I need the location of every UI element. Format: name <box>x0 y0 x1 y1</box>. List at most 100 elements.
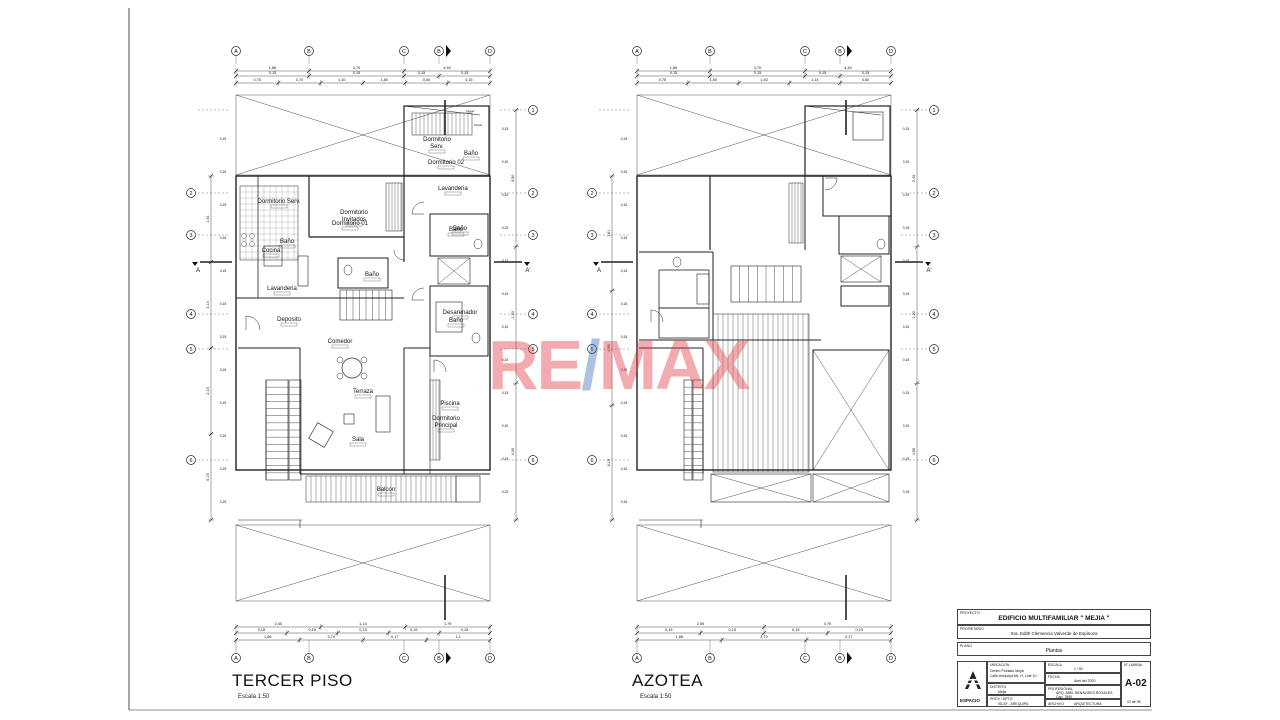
plan-azotea-dim-small: 0,15 <box>621 401 628 405</box>
plan-azotea-grid-col-top-circle <box>800 46 810 56</box>
tb-project-cell: PROYECTO EDIFICIO MULTIFAMILIAR " MEJIA … <box>957 609 1151 625</box>
room-comedor-level-tag <box>331 344 349 349</box>
plan-azotea-dim-bottom3-label: 1,86 <box>676 635 683 639</box>
tb-professional-label: PROFESIONAL <box>1048 687 1073 691</box>
plan-azotea-grid-col-bottom: A <box>635 656 639 662</box>
room-bano-central-level-tag <box>363 277 381 282</box>
plan-tercer-section-A-label: A <box>196 268 200 274</box>
room-dormitorio-serv-left-level-tag <box>270 204 288 209</box>
plan-title-azotea: AZOTEA <box>632 671 704 690</box>
plan-tercer-grid-row-right-circle <box>528 230 538 240</box>
azotea-bath-right <box>838 215 890 255</box>
plan-tercer-roof-top-x <box>235 94 491 176</box>
room-dormitorio-invitados-level-tag <box>345 222 363 227</box>
plan-tercer-grid-row-left: 6 <box>189 458 192 464</box>
plan-azotea-dim-small: 0,15 <box>903 259 910 263</box>
plan-tercer-grid-row-right-circle <box>528 105 538 115</box>
tercer-door <box>411 287 425 301</box>
tercer-stove-burner <box>249 233 255 239</box>
tb-district-cell: DISTRITO Mejia <box>987 683 1045 695</box>
tercer-fridge <box>297 255 309 287</box>
tercer-counter <box>263 245 283 267</box>
room-sala-level-tag <box>349 442 367 447</box>
tb-scale-cell: ESCALA 1 / 50 <box>1045 661 1121 673</box>
plan-azotea-dim-small: 0,15 <box>621 269 628 273</box>
plan-azotea-grid-col-top-circle <box>632 46 642 56</box>
plan-tercer-grid-row-left-circle <box>186 230 196 240</box>
plan-azotea-grid-col-bottom: C <box>803 656 807 662</box>
plan-tercer-dim-small: 0,15 <box>502 292 509 296</box>
plan-azotea-dim-bottom2-label: 0,15 <box>856 628 863 632</box>
plan-tercer-grid-col-top: B <box>437 49 441 55</box>
plan-azotea-roof-top-x <box>636 94 892 176</box>
plan-azotea-grid-row-right: 4 <box>932 312 935 318</box>
tercer-coffee-table <box>343 413 355 425</box>
title-block: PROYECTO EDIFICIO MULTIFAMILIAR " MEJIA … <box>957 609 1151 707</box>
plan-tercer-dim-small: 0,15 <box>502 490 509 494</box>
plan-tercer-dim-small: 0,15 <box>502 424 509 428</box>
plan-tercer-dim-top2-label: 0,15 <box>461 71 468 75</box>
tercer-dining-chair <box>360 356 368 364</box>
tb-plan-label: PLANO <box>960 644 972 648</box>
plan-azotea-dim-small: 0,15 <box>903 424 910 428</box>
plan-tercer-grid-col-top-circle <box>304 46 314 56</box>
plan-azotea-grid-col-top: D <box>889 49 893 55</box>
tercer-dining-chair <box>360 372 368 380</box>
tb-logo-text: ESPACIO <box>960 698 980 703</box>
room-terraza-level-tag <box>354 394 372 399</box>
plan-tercer-grid-row-right: 5 <box>531 347 534 353</box>
plan-azotea-dim-small: 0,15 <box>903 292 910 296</box>
plan-tercer-roof-bottom-x <box>235 524 491 602</box>
room-bano-central: Baño <box>365 272 380 278</box>
plan-azotea-grid-col-top: C <box>803 49 807 55</box>
plan-title-tercer-piso: TERCER PISO <box>232 671 353 690</box>
room-terraza: Terraza <box>353 389 374 395</box>
plan-tercer-grid-col-top: D <box>488 49 492 55</box>
room-dormitorio-serv-top: Dormitorio <box>423 137 451 143</box>
azotea-toilet-2 <box>876 238 886 250</box>
plan-tercer-dim-small: 0,15 <box>502 358 509 362</box>
plan-tercer-dim-small: 0,15 <box>220 302 227 306</box>
plan-tercer-grid-col-top-circle <box>434 46 444 56</box>
tb-date: Abril del 2020 <box>1074 679 1096 683</box>
azotea-outer-wall <box>636 175 892 471</box>
plan-scale-azotea: Escala 1:50 <box>640 694 672 700</box>
plan-tercer-grid-col-bottom-circle <box>399 653 409 663</box>
room-balcon-level-tag <box>377 492 395 497</box>
tercer-shaft-box <box>437 257 471 285</box>
azotea-washer <box>696 273 710 305</box>
plan-tercer-dim-bottom1-label: 1,14 <box>359 622 366 626</box>
plan-tercer-dim-top2-label: 0,15 <box>418 71 425 75</box>
plan-tercer-grid-row-left: 5 <box>189 347 192 353</box>
room-sala: Sala <box>352 437 365 443</box>
plan-tercer-dim-small: 0,15 <box>502 160 509 164</box>
tercer-balcon-side <box>455 475 481 503</box>
tb-scale-label: ESCALA <box>1048 663 1062 667</box>
plan-azotea-grid-col-bottom: B <box>838 656 842 662</box>
plan-azotea-dim-bottom2-label: 0,15 <box>729 628 736 632</box>
plan-tercer-grid-col-bottom-circle <box>304 653 314 663</box>
plan-tercer-grid-row-right: 4 <box>531 312 534 318</box>
plan-tercer-dim-left-label: 6,15 <box>206 473 210 480</box>
plan-azotea-dim-small: 0,15 <box>903 127 910 131</box>
tb-district: Mejia <box>998 690 1007 694</box>
tb-date-label: FECHA <box>1048 675 1060 679</box>
plan-azotea-grid-row-left: 3 <box>590 233 593 239</box>
plan-azotea-dim-bottom2-label: 0,15 <box>665 628 672 632</box>
plan-tercer-grid-col-bottom: D <box>488 656 492 662</box>
room-dormitorio-invitados: Dormitorio <box>340 210 368 216</box>
room-dormitorio-serv-left: Dormitorio Serv. <box>258 199 301 205</box>
azotea-bottom-void-2 <box>812 473 890 503</box>
plan-azotea-grid-col-bottom-circle <box>632 653 642 663</box>
azotea-lavanderia-left <box>658 269 710 309</box>
plan-azotea-section-A-label: A <box>597 268 601 274</box>
tercer-kitchen-tiles <box>239 185 299 261</box>
plan-tercer-grid-col-bottom: B <box>437 656 441 662</box>
tercer-stove-burner <box>241 241 247 247</box>
plan-azotea-grid-row-right: 2 <box>932 191 935 197</box>
plan-azotea-roof-top <box>636 94 892 176</box>
plan-azotea-grid-col-bottom: D <box>889 656 893 662</box>
room-dormitorio-principal-level-tag <box>437 428 455 433</box>
plan-tercer-grid-col-top-circle <box>231 46 241 56</box>
plan-tercer-section-flag-bottom <box>446 652 451 664</box>
